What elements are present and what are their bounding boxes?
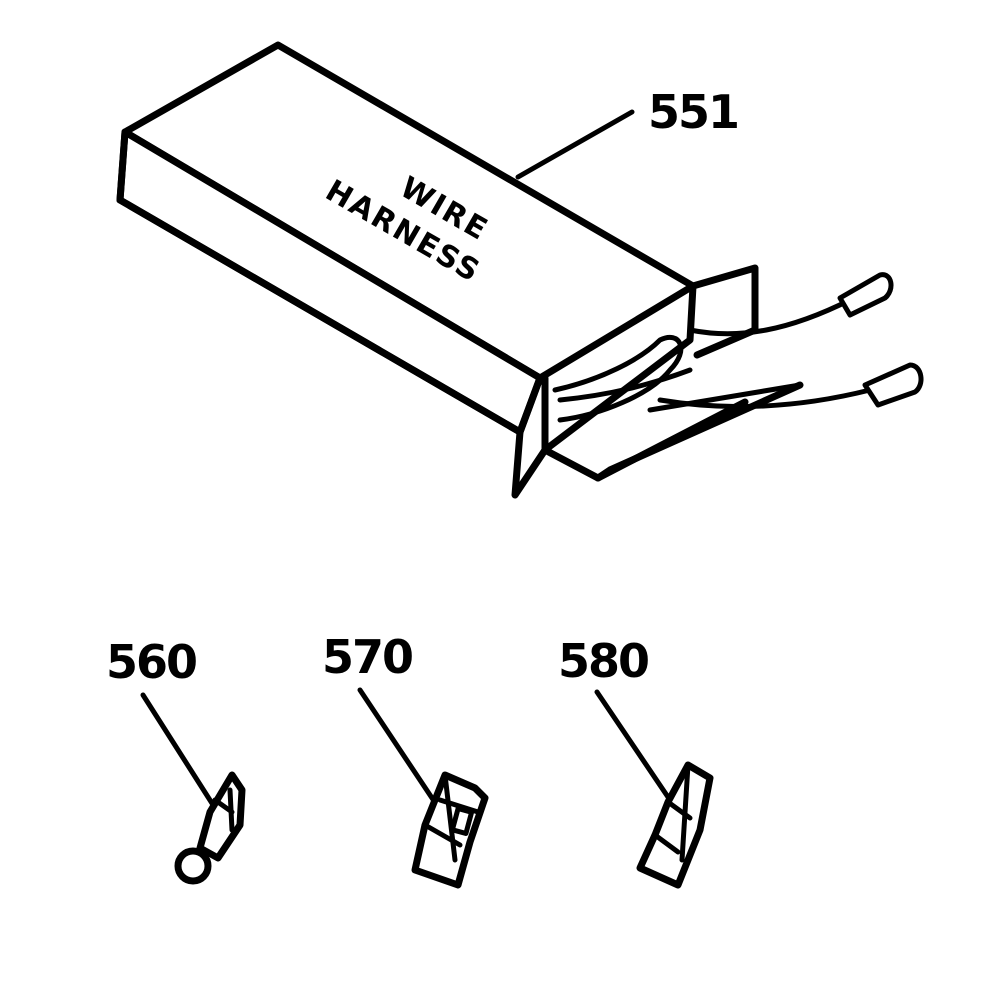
leader-line-580 [594, 689, 673, 803]
box-flap-back [689, 264, 759, 359]
callout-580: 580 [558, 634, 648, 688]
leader-line-560 [140, 692, 218, 811]
harness-wires [552, 272, 924, 473]
callout-570: 570 [322, 630, 412, 684]
leader-line-570 [357, 687, 443, 813]
box-flap-left [511, 374, 549, 499]
leader-line-551 [515, 109, 635, 180]
wire-lead-upper [687, 297, 853, 337]
wire-coil-2 [557, 367, 693, 403]
wire-harness-box [116, 41, 804, 499]
wire-lead-mid [647, 382, 803, 413]
quick-connect-terminal-icon [636, 761, 714, 889]
wire-lead-bottom [607, 407, 743, 473]
callout-560: 560 [106, 635, 196, 689]
terminal-upper-icon [837, 272, 894, 318]
box-front-edge [116, 128, 524, 436]
flag-terminal-icon [411, 771, 489, 889]
terminal-lower-icon [862, 362, 924, 408]
ring-terminal-icon [174, 771, 246, 885]
callout-551: 551 [648, 85, 738, 139]
wire-coil [552, 334, 684, 423]
